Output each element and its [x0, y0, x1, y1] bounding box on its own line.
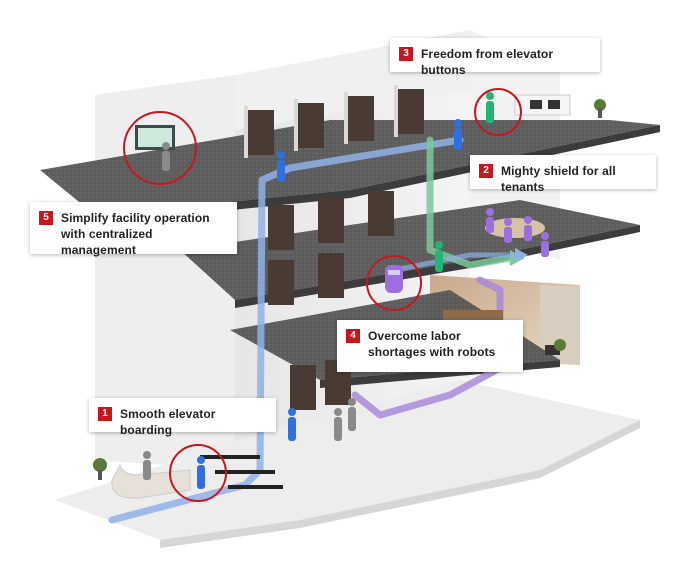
callout-number: 1 [98, 407, 112, 421]
route-purple [351, 276, 504, 419]
person-gray [143, 142, 356, 480]
people [143, 92, 549, 489]
person-blue [197, 119, 462, 489]
callout-number: 3 [399, 47, 413, 61]
route-blue [108, 136, 464, 524]
callout-number: 2 [479, 164, 493, 178]
highlight-circles [123, 88, 522, 502]
robot [385, 265, 403, 293]
callout-text: Simplify facility operation with central… [61, 211, 210, 257]
callout-3: 3 Freedom from elevator buttons [390, 38, 600, 77]
callout-text: Overcome labor shortages with robots [368, 329, 496, 359]
callout-number: 4 [346, 329, 360, 343]
callout-1: 1 Smooth elevator boarding [89, 398, 276, 437]
callout-text: Freedom from elevator buttons [421, 47, 554, 77]
callout-2: 2 Mighty shield for all tenants [470, 155, 656, 194]
callout-text: Mighty shield for all tenants [501, 164, 616, 194]
callout-text: Smooth elevator boarding [120, 407, 216, 437]
person-green [435, 92, 494, 272]
callout-number: 5 [39, 211, 53, 225]
callout-5: 5 Simplify facility operation with centr… [30, 202, 237, 257]
callout-4: 4 Overcome labor shortages with robots [337, 320, 523, 372]
route-lines [108, 136, 528, 524]
person-purple [486, 208, 549, 257]
route-blue-2 [392, 252, 518, 273]
furniture [93, 94, 606, 499]
